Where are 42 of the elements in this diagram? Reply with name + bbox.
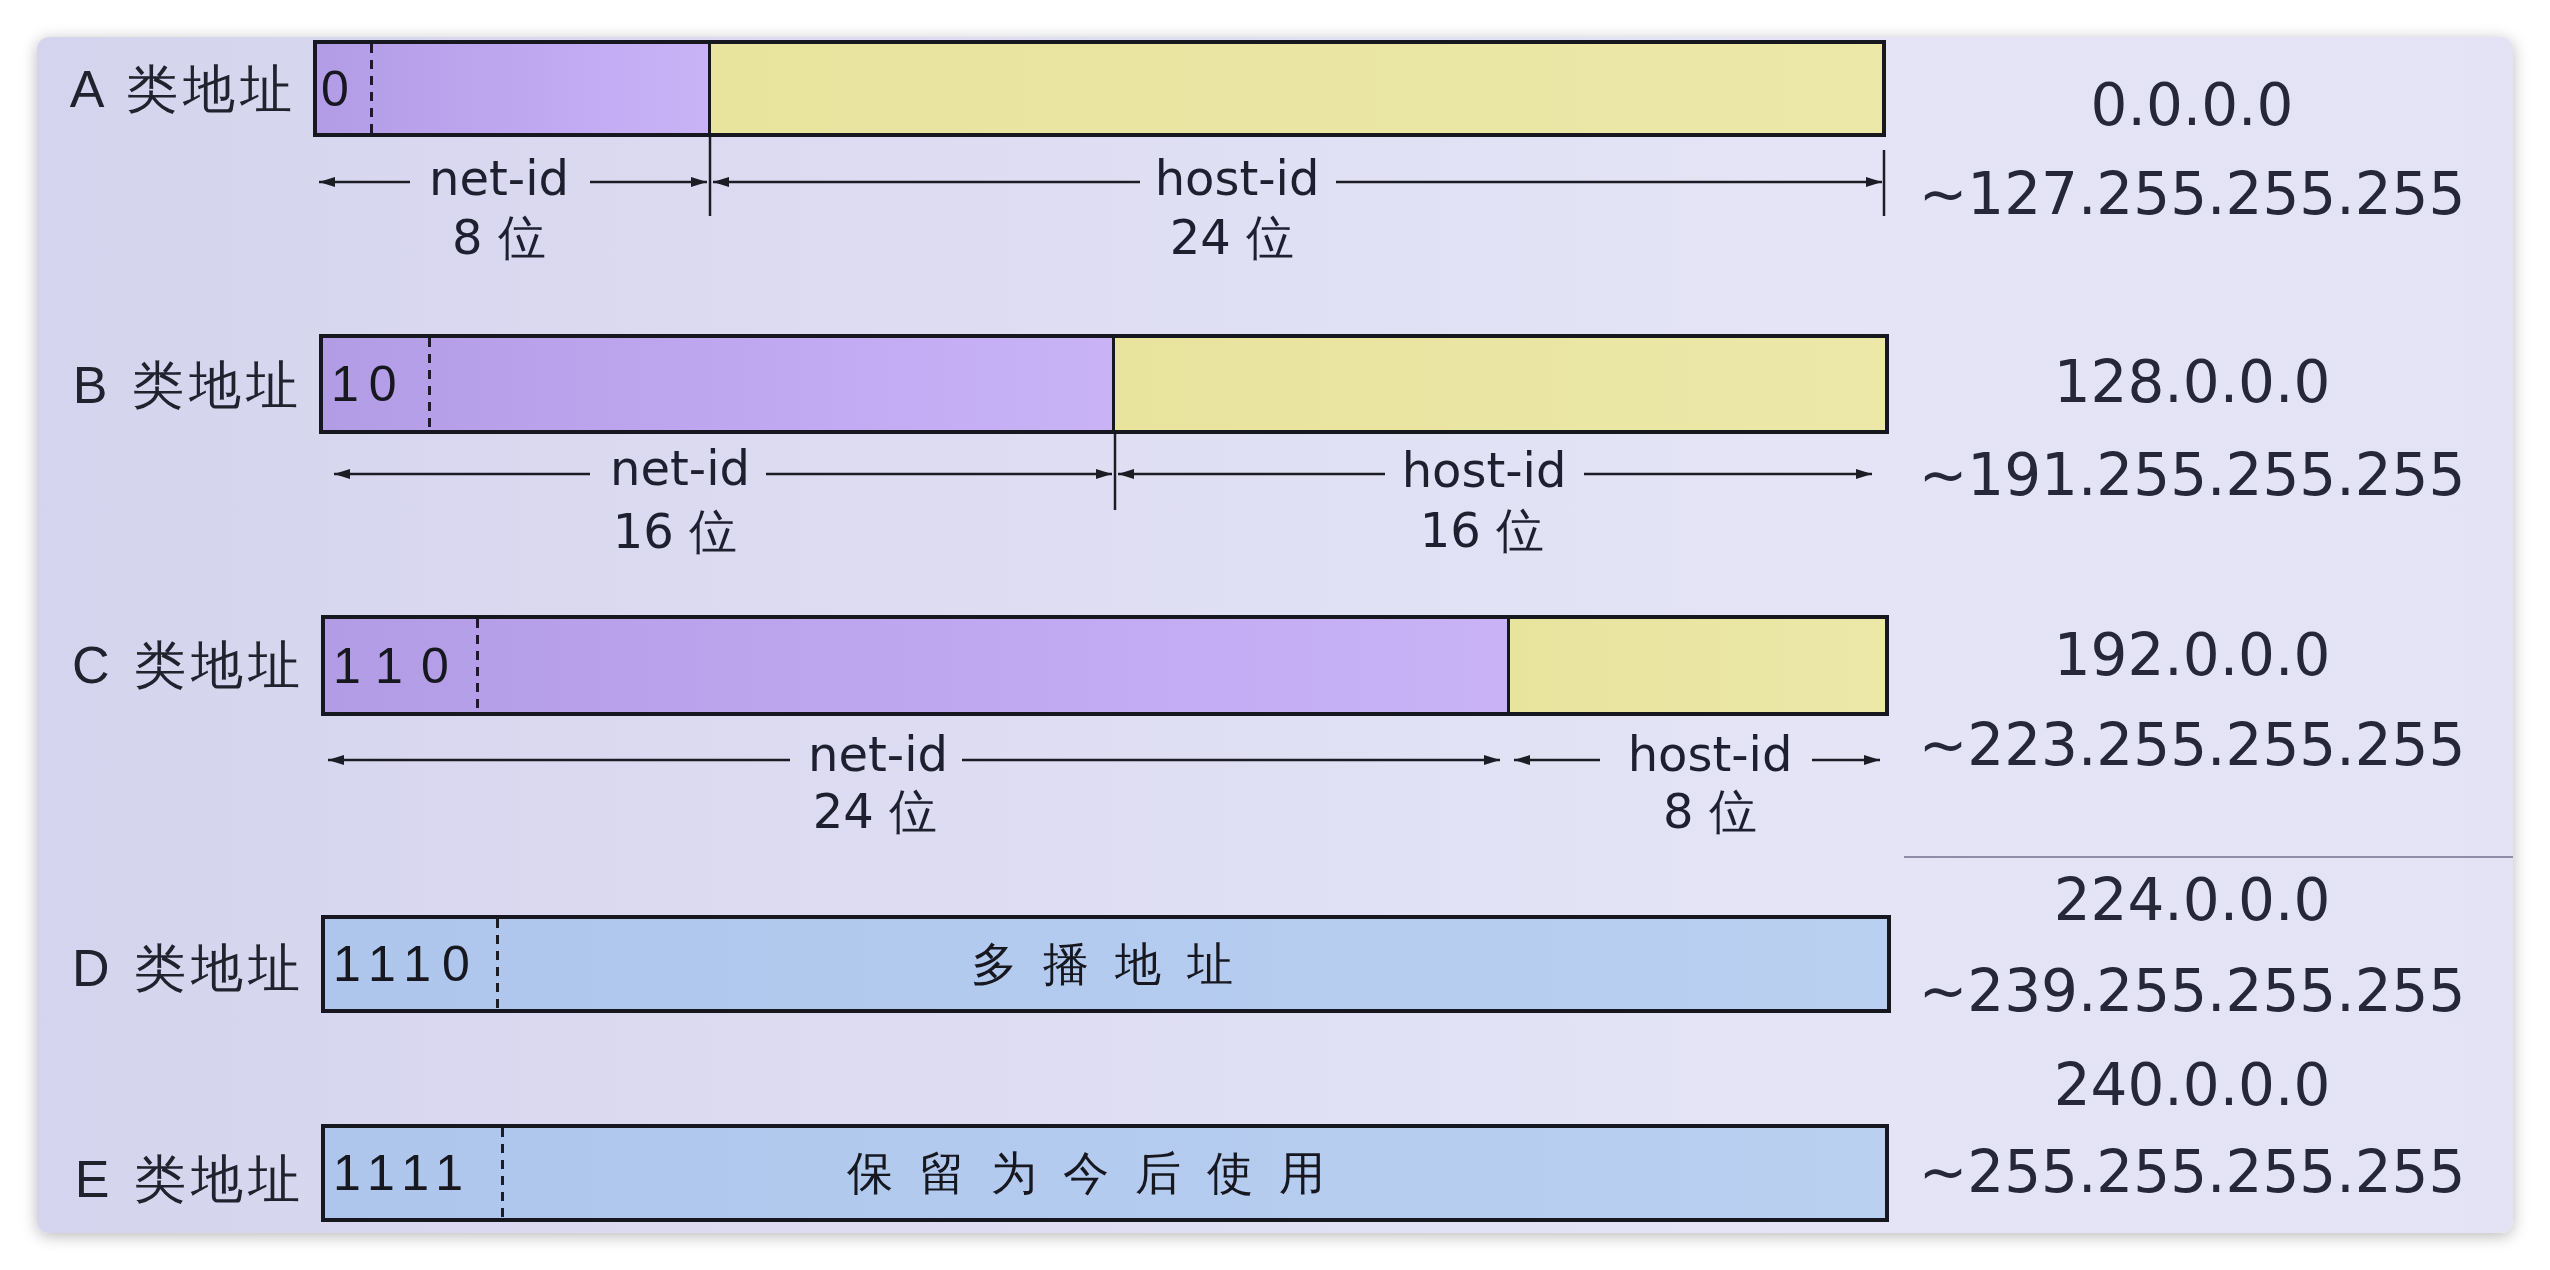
field-name: host-id xyxy=(1154,151,1320,205)
address-bar xyxy=(321,1124,1889,1222)
address-range: 128.0.0.0 xyxy=(2053,351,2331,415)
address-class-label: A 类地址 xyxy=(69,60,297,120)
address-class-label: C 类地址 xyxy=(72,636,305,696)
bit-count: 8 位 xyxy=(1663,784,1757,838)
field-description: 保留为今后使用 xyxy=(847,1146,1351,1200)
address-range: 0.0.0.0 xyxy=(2090,74,2294,138)
net-id-segment xyxy=(321,615,1510,716)
host-id-segment xyxy=(1115,334,1889,434)
field-name: net-id xyxy=(610,441,750,495)
prefix-bits: 110 xyxy=(333,638,467,693)
address-range: ~255.255.255.255 xyxy=(1918,1141,2466,1205)
bit-count: 24 位 xyxy=(812,784,938,838)
bit-count: 8 位 xyxy=(452,210,546,264)
prefix-bits: 1111 xyxy=(333,1145,474,1201)
address-range: ~191.255.255.255 xyxy=(1918,444,2466,508)
prefix-bits: 1110 xyxy=(333,936,481,992)
net-id-segment xyxy=(313,40,711,137)
bit-count: 16 位 xyxy=(612,504,738,558)
address-bar xyxy=(321,915,1891,1013)
host-id-segment xyxy=(711,40,1886,137)
address-range: ~127.255.255.255 xyxy=(1918,163,2466,227)
address-class-label: B 类地址 xyxy=(72,356,303,416)
prefix-bits: 0 xyxy=(321,61,349,116)
address-range: ~223.255.255.255 xyxy=(1918,714,2466,778)
field-name: host-id xyxy=(1401,443,1567,497)
address-range: 192.0.0.0 xyxy=(2053,624,2331,688)
prefix-bits: 10 xyxy=(331,356,407,412)
host-id-segment xyxy=(1510,615,1889,716)
field-name: net-id xyxy=(808,727,948,781)
bit-count: 16 位 xyxy=(1419,503,1545,557)
address-range: 240.0.0.0 xyxy=(2053,1054,2331,1118)
address-range: ~239.255.255.255 xyxy=(1918,960,2466,1024)
address-class-label: E 类地址 xyxy=(74,1150,305,1210)
net-id-segment xyxy=(319,334,1115,434)
field-description: 多播地址 xyxy=(971,937,1259,991)
address-range: 224.0.0.0 xyxy=(2053,869,2331,933)
address-class-label: D 类地址 xyxy=(72,939,305,999)
field-name: host-id xyxy=(1627,727,1793,781)
bit-count: 24 位 xyxy=(1169,210,1295,264)
field-name: net-id xyxy=(429,151,569,205)
